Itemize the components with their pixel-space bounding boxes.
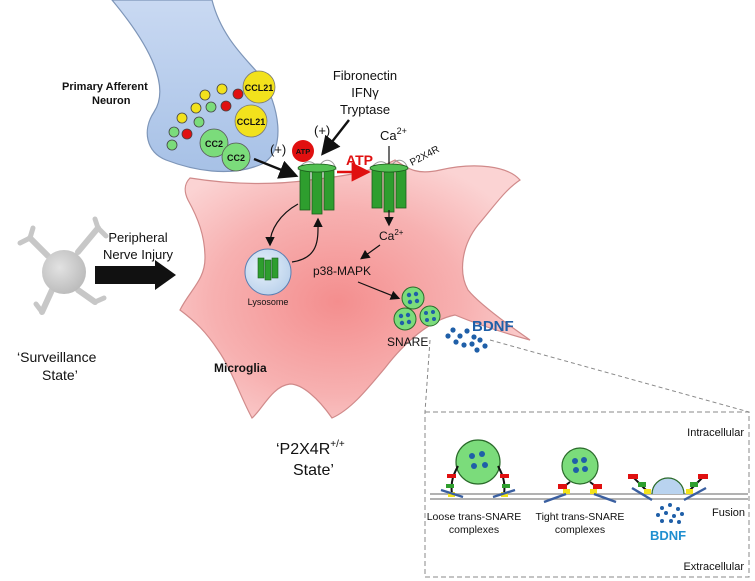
atp-molecule-label: ATP — [296, 147, 310, 156]
chemokine-cc2-2: CC2 — [221, 142, 251, 172]
microglia-label: Microglia — [214, 361, 267, 375]
activators-to-channel-arrow — [321, 119, 350, 156]
callout-line-left — [424, 339, 431, 413]
activator-fibronectin: Fibronectin — [333, 68, 397, 83]
bdnf-label-main: BDNF — [472, 318, 514, 335]
released-bdnf-dots — [445, 327, 488, 353]
inset-bdnf-dots — [656, 503, 684, 524]
neuron-label-line2: Neuron — [92, 95, 131, 107]
calcium-to-p38-arrow — [360, 244, 381, 260]
chemokine-ccl21-1: CCL21 — [242, 70, 276, 104]
lysosome — [244, 248, 292, 296]
loose-snare-complex — [440, 439, 516, 499]
calcium-mid-base: Ca — [379, 229, 395, 243]
chemokine-cc2-1: CC2 — [199, 128, 229, 158]
plus-label-upper: (+) — [314, 123, 330, 138]
atp-molecule: ATP — [292, 140, 314, 162]
ccl21-label-2: CCL21 — [237, 117, 266, 127]
inset-bdnf-label: BDNF — [650, 528, 686, 543]
tight-complex-label-line1: Tight trans-SNARE — [536, 511, 625, 523]
state-label-line2: State’ — [293, 462, 334, 479]
snare-inset: Intracellular Extracellular Loose trans-… — [424, 411, 750, 578]
calcium-top-charge: 2+ — [397, 126, 407, 136]
chemokine-ccl21-2: CCL21 — [234, 104, 268, 138]
injury-label-line2: Nerve Injury — [103, 247, 174, 262]
p2x4r-label: P2X4R — [408, 144, 441, 169]
atp-arrow-label: ATP — [346, 152, 373, 168]
p38-to-vesicle-arrow — [357, 281, 401, 300]
channel-recycling-arrow — [291, 217, 323, 263]
calcium-mid-charge: 2+ — [394, 228, 403, 237]
bdnf-vesicle-1 — [401, 286, 425, 310]
activator-tryptase: Tryptase — [340, 102, 390, 117]
neuron-label-line1: Primary Afferent — [62, 81, 148, 93]
cc2-label-1: CC2 — [205, 139, 223, 149]
state-label-base: ‘P2X4R — [276, 441, 330, 458]
plus-label-lower: (+) — [270, 142, 286, 157]
calcium-top-label: Ca2+ — [380, 126, 407, 143]
callout-line-right — [489, 339, 750, 413]
tight-snare-complex — [543, 447, 617, 504]
p38-mapk-label: p38-MAPK — [313, 264, 371, 278]
surveillance-label-line1: ‘Surveillance — [17, 349, 97, 365]
bdnf-vesicle-2 — [393, 307, 417, 331]
lysosome-label: Lysosome — [248, 297, 289, 307]
fusion-label: Fusion — [712, 507, 745, 519]
bdnf-vesicle-3 — [419, 305, 441, 327]
inset-extracellular-label: Extracellular — [683, 561, 744, 573]
calcium-top-base: Ca — [380, 128, 397, 143]
injury-arrow — [95, 260, 176, 290]
snare-label: SNARE — [387, 335, 428, 349]
activator-ifn-gamma: IFNγ — [351, 85, 379, 100]
ccl21-label-1: CCL21 — [245, 83, 274, 93]
p2x4r-channel-left — [297, 159, 337, 215]
surveillance-label-line2: State’ — [42, 367, 78, 383]
loose-complex-label-line1: Loose trans-SNARE — [427, 511, 522, 523]
surveillance-microglia-icon — [17, 216, 109, 315]
fusion-pore-complex — [628, 474, 708, 502]
cc2-to-channel-arrow — [253, 157, 299, 179]
microglia-cell — [179, 159, 531, 419]
state-label-genotype: +/+ — [330, 439, 345, 450]
loose-complex-label-line2: complexes — [449, 524, 499, 536]
calcium-mid-label: Ca2+ — [379, 228, 404, 243]
p2x4r-channel-right — [369, 159, 409, 213]
inset-intracellular-label: Intracellular — [687, 427, 744, 439]
cc2-label-2: CC2 — [227, 153, 245, 163]
tight-complex-label-line2: complexes — [555, 524, 605, 536]
channel-internalization-arrow — [265, 203, 299, 247]
state-label-line1: ‘P2X4R+/+ — [276, 439, 345, 458]
injury-label-line1: Peripheral — [108, 230, 167, 245]
